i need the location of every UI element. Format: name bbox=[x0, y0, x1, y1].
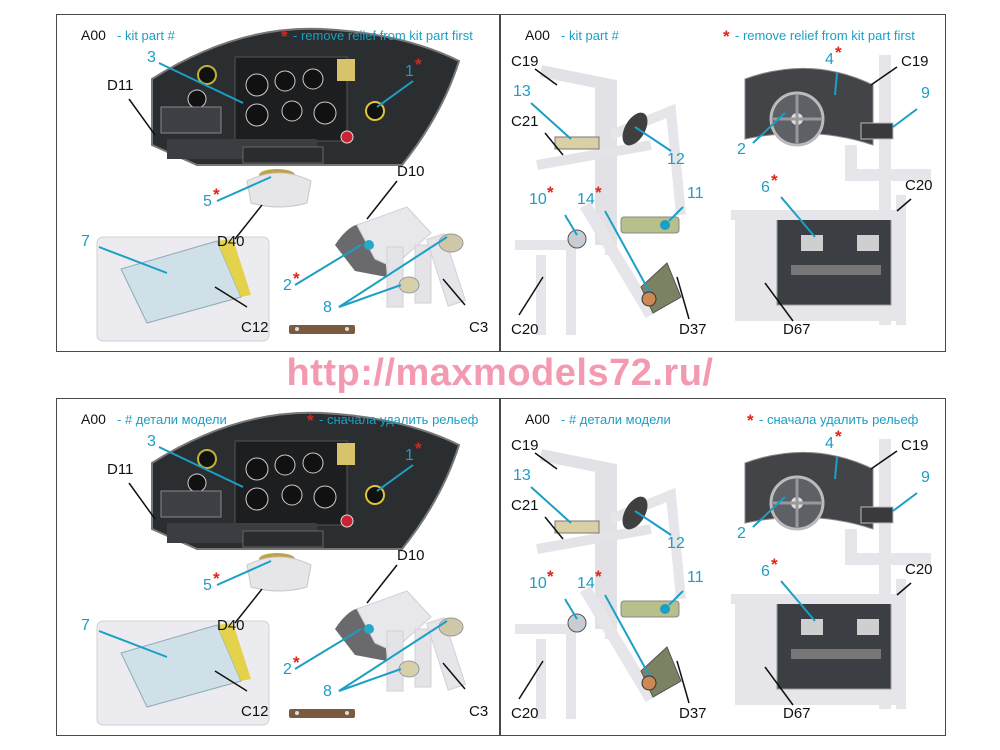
callout-6: 6 bbox=[761, 179, 770, 196]
asterisk-5: * bbox=[213, 185, 220, 204]
label-d10-b: D10 bbox=[397, 547, 425, 564]
callout-1: 1 bbox=[405, 63, 414, 80]
label-d67: D67 bbox=[783, 321, 811, 338]
callout-2b: 2 bbox=[737, 141, 746, 158]
label-c21: C21 bbox=[511, 113, 539, 130]
legend-code: A00 bbox=[81, 27, 106, 43]
label-d40: D40 bbox=[217, 233, 245, 250]
label-d40-b: D40 bbox=[217, 617, 245, 634]
panel-top-left: A00 - kit part # * - remove relief from … bbox=[56, 14, 500, 352]
cockpit-illustration-bottom-left bbox=[96, 411, 467, 726]
label-c19-left-b: C19 bbox=[511, 437, 539, 454]
callout-10-b: 10 bbox=[529, 575, 547, 592]
callout-8: 8 bbox=[323, 299, 332, 316]
asterisk-6: * bbox=[771, 171, 778, 190]
callout-2b-b: 2 bbox=[737, 525, 746, 542]
legend-remove-relief-ru: - сначала удалить рельеф bbox=[319, 412, 479, 427]
asterisk-1-b: * bbox=[415, 439, 422, 458]
callout-9-b: 9 bbox=[921, 469, 930, 486]
callout-7-b: 7 bbox=[81, 617, 90, 634]
legend-remove-relief-ru-2: - сначала удалить рельеф bbox=[759, 412, 919, 427]
sprue-illustration-bottom-right bbox=[515, 439, 931, 719]
callout-2-b: 2 bbox=[283, 661, 292, 678]
label-d37: D37 bbox=[679, 321, 707, 338]
label-c20-left-b: C20 bbox=[511, 705, 539, 722]
sprue-illustration-top-right bbox=[515, 55, 931, 335]
callout-4-b: 4 bbox=[825, 435, 834, 452]
legend-asterisk-ru: * bbox=[307, 411, 314, 430]
callout-6-b: 6 bbox=[761, 563, 770, 580]
callout-8-b: 8 bbox=[323, 683, 332, 700]
callout-5: 5 bbox=[203, 193, 212, 210]
callout-13: 13 bbox=[513, 83, 531, 100]
panel-bottom-right: A00 - # детали модели * - сначала удалит… bbox=[500, 398, 946, 736]
asterisk-4: * bbox=[835, 43, 842, 62]
legend-code-2: A00 bbox=[525, 27, 550, 43]
label-c20-left: C20 bbox=[511, 321, 539, 338]
asterisk-10: * bbox=[547, 183, 554, 202]
asterisk-2-b: * bbox=[293, 653, 300, 672]
asterisk-14: * bbox=[595, 183, 602, 202]
callout-9: 9 bbox=[921, 85, 930, 102]
legend-asterisk: * bbox=[281, 27, 288, 46]
callout-2: 2 bbox=[283, 277, 292, 294]
callout-13-b: 13 bbox=[513, 467, 531, 484]
asterisk-6-b: * bbox=[771, 555, 778, 574]
label-c19-left: C19 bbox=[511, 53, 539, 70]
legend-kit-part-2: - kit part # bbox=[561, 28, 619, 43]
panel-top-right: A00 - kit part # * - remove relief from … bbox=[500, 14, 946, 352]
callout-4: 4 bbox=[825, 51, 834, 68]
legend-remove-relief-2: - remove relief from kit part first bbox=[735, 28, 915, 43]
label-d67-b: D67 bbox=[783, 705, 811, 722]
asterisk-5-b: * bbox=[213, 569, 220, 588]
legend-code-ru-2: A00 bbox=[525, 411, 550, 427]
label-c3-b: C3 bbox=[469, 703, 489, 720]
callout-3-b: 3 bbox=[147, 433, 156, 450]
callout-5-b: 5 bbox=[203, 577, 212, 594]
label-c21-b: C21 bbox=[511, 497, 539, 514]
legend-kit-part-ru-2: - # детали модели bbox=[561, 412, 671, 427]
asterisk-1: * bbox=[415, 55, 422, 74]
label-d11: D11 bbox=[107, 77, 134, 94]
label-d11-b: D11 bbox=[107, 461, 134, 478]
callout-1-b: 1 bbox=[405, 447, 414, 464]
label-d37-b: D37 bbox=[679, 705, 707, 722]
label-c20-right-b: C20 bbox=[905, 561, 933, 578]
label-c12-b: C12 bbox=[241, 703, 269, 720]
panel-bottom-left: A00 - # детали модели * - сначала удалит… bbox=[56, 398, 500, 736]
asterisk-4-b: * bbox=[835, 427, 842, 446]
callout-7: 7 bbox=[81, 233, 90, 250]
label-c3: C3 bbox=[469, 319, 489, 336]
callout-12: 12 bbox=[667, 151, 685, 168]
asterisk-2: * bbox=[293, 269, 300, 288]
callout-3: 3 bbox=[147, 49, 156, 66]
legend-asterisk-ru-2: * bbox=[747, 411, 754, 430]
callout-12-b: 12 bbox=[667, 535, 685, 552]
callout-11: 11 bbox=[687, 185, 704, 202]
callout-14-b: 14 bbox=[577, 575, 595, 592]
website-url[interactable]: http://maxmodels72.ru/ bbox=[286, 352, 714, 394]
legend-code-ru: A00 bbox=[81, 411, 106, 427]
callout-10: 10 bbox=[529, 191, 547, 208]
callout-11-b: 11 bbox=[687, 569, 704, 586]
cockpit-illustration-top-left bbox=[96, 27, 467, 342]
legend-remove-relief: - remove relief from kit part first bbox=[293, 28, 473, 43]
legend-asterisk-2: * bbox=[723, 27, 730, 46]
label-d10: D10 bbox=[397, 163, 425, 180]
asterisk-14-b: * bbox=[595, 567, 602, 586]
legend-kit-part: - kit part # bbox=[117, 28, 175, 43]
label-c20-right: C20 bbox=[905, 177, 933, 194]
callout-14: 14 bbox=[577, 191, 595, 208]
asterisk-10-b: * bbox=[547, 567, 554, 586]
label-c19-right-b: C19 bbox=[901, 437, 929, 454]
legend-kit-part-ru: - # детали модели bbox=[117, 412, 227, 427]
label-c12: C12 bbox=[241, 319, 269, 336]
label-c19-right: C19 bbox=[901, 53, 929, 70]
